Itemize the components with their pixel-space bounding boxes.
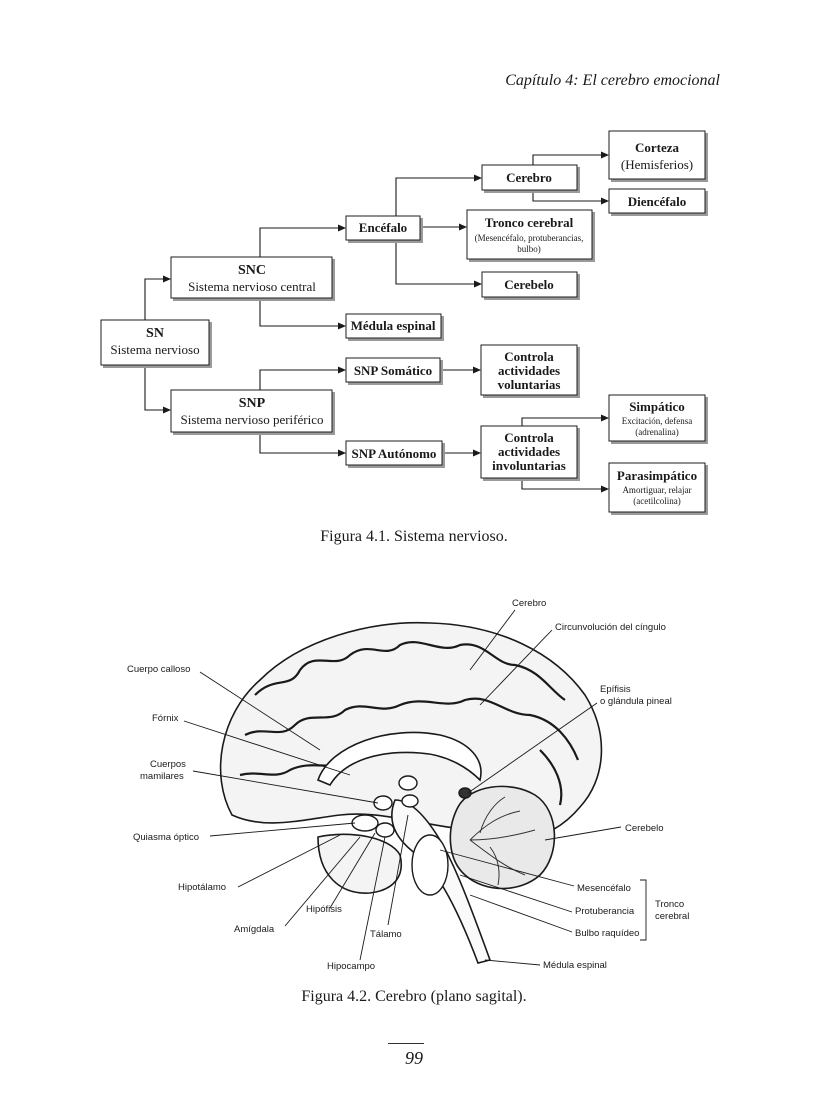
label-hipofisis: Hipófisis <box>306 904 342 915</box>
simpatico-detail-2: (adrenalina) <box>635 427 678 437</box>
label-hipocampo: Hipocampo <box>327 961 375 972</box>
box-encefalo <box>345 215 421 241</box>
box-parasimpatico <box>608 462 706 513</box>
label-mamilares-2: mamilares <box>140 771 184 782</box>
label-mamilares-1: Cuerpos <box>150 759 186 770</box>
controla-vol-2: actividades <box>498 363 560 378</box>
box-cerebelo <box>481 271 578 298</box>
controla-vol-3: voluntarias <box>498 377 561 392</box>
page-number-rule <box>388 1043 424 1044</box>
snc-subtitle: Sistema nervioso central <box>188 279 316 294</box>
label-protuberancia: Protuberancia <box>575 906 635 917</box>
sn-title: SN <box>146 326 164 341</box>
label-quiasma: Quiasma óptico <box>133 832 199 843</box>
snp-somatico-label: SNP Somático <box>354 363 432 378</box>
box-medula <box>345 313 442 339</box>
temporal-lobe-shape <box>317 833 402 894</box>
box-tronco <box>466 209 593 260</box>
box-simpatico <box>608 394 706 442</box>
snp-subtitle: Sistema nervioso periférico <box>181 412 324 427</box>
sn-subtitle: Sistema nervioso <box>110 342 199 357</box>
box-snp-autonomo <box>345 440 443 466</box>
label-hipotalamo: Hipotálamo <box>178 882 226 893</box>
simpatico-title: Simpático <box>629 399 685 414</box>
box-controla-voluntarias <box>480 344 578 396</box>
label-amigdala: Amígdala <box>234 924 275 935</box>
snp-title: SNP <box>239 396 266 411</box>
box-corteza <box>608 130 706 180</box>
chapter-header: Capítulo 4: El cerebro emocional <box>505 72 720 89</box>
encefalo-label: Encéfalo <box>359 220 407 235</box>
medula-label: Médula espinal <box>351 318 436 333</box>
label-tronco-2: cerebral <box>655 911 689 922</box>
brain-sagittal-illustration: Cerebro Circunvolución del cíngulo Epífi… <box>127 598 689 972</box>
corteza-subtitle: (Hemisferios) <box>621 157 693 172</box>
controla-invol-3: involuntarias <box>492 458 566 473</box>
box-snp-somatico <box>345 357 441 383</box>
label-cerebro: Cerebro <box>512 598 546 609</box>
parasimpatico-title: Parasimpático <box>617 468 697 483</box>
figure-1-caption: Figura 4.1. Sistema nervioso. <box>320 528 508 545</box>
figure-2-caption: Figura 4.2. Cerebro (plano sagital). <box>301 988 527 1005</box>
box-snp <box>170 389 333 433</box>
box-cerebro <box>481 164 578 191</box>
diencefalo-label: Diencéfalo <box>628 194 686 209</box>
nervous-system-diagram: SN Sistema nervioso SNC Sistema nervioso… <box>100 130 706 513</box>
box-diencefalo <box>608 188 706 214</box>
corpus-callosum-shape <box>316 731 482 787</box>
cerebro-label: Cerebro <box>506 170 552 185</box>
cerebelo-label: Cerebelo <box>504 277 554 292</box>
label-tronco-1: Tronco <box>655 899 684 910</box>
label-cuerpo-calloso: Cuerpo calloso <box>127 664 190 675</box>
controla-vol-1: Controla <box>504 349 554 364</box>
parasimpatico-detail-2: (acetilcolina) <box>633 496 680 506</box>
tronco-title: Tronco cerebral <box>485 215 574 230</box>
corteza-title: Corteza <box>635 140 680 155</box>
label-medula: Médula espinal <box>543 960 607 971</box>
label-fornix: Fórnix <box>152 713 179 724</box>
tronco-detail-1: (Mesencéfalo, protuberancias, <box>475 233 584 243</box>
box-sn <box>100 319 210 366</box>
label-epifisis-2: o glándula pineal <box>600 696 672 707</box>
box-controla-involuntarias <box>480 425 578 479</box>
label-mesencefalo: Mesencéfalo <box>577 883 631 894</box>
page-number: 99 <box>405 1048 423 1068</box>
label-epifisis-1: Epífisis <box>600 684 631 695</box>
label-bulbo: Bulbo raquídeo <box>575 928 639 939</box>
controla-invol-2: actividades <box>498 444 560 459</box>
controla-invol-1: Controla <box>504 430 554 445</box>
snp-autonomo-label: SNP Autónomo <box>352 446 437 461</box>
simpatico-detail-1: Excitación, defensa <box>622 416 692 426</box>
label-cerebelo: Cerebelo <box>625 823 664 834</box>
box-snc <box>170 256 333 299</box>
tronco-detail-2: bulbo) <box>517 244 541 254</box>
label-cingulo: Circunvolución del cíngulo <box>555 622 666 633</box>
label-talamo: Tálamo <box>370 929 402 940</box>
parasimpatico-detail-1: Amortiguar, relajar <box>622 485 691 495</box>
snc-title: SNC <box>238 263 266 278</box>
